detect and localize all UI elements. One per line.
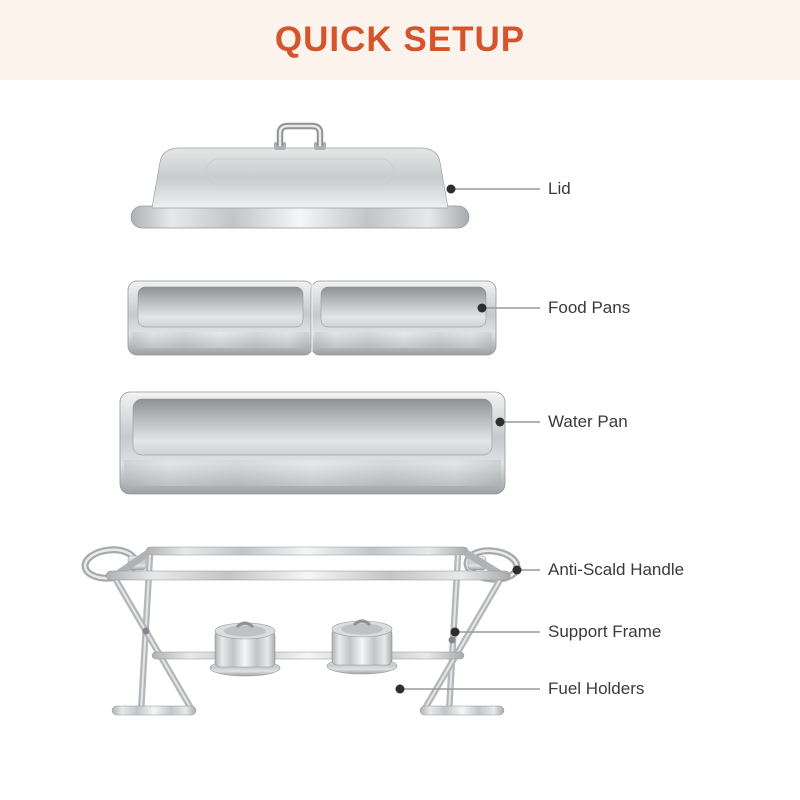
page-title: QUICK SETUP bbox=[274, 20, 526, 59]
label-food-pans: Food Pans bbox=[548, 298, 631, 317]
water-pan-illustration bbox=[119, 391, 506, 495]
callout-dot-fuel-holders bbox=[395, 684, 405, 694]
fuel-can-knob bbox=[352, 619, 372, 627]
callout-dot-lid bbox=[446, 184, 456, 194]
label-water-pan: Water Pan bbox=[548, 412, 628, 431]
label-lid: Lid bbox=[548, 179, 571, 198]
fuel-holders-illustration bbox=[209, 619, 398, 677]
label-fuel-holders: Fuel Holders bbox=[548, 679, 645, 698]
lid-illustration bbox=[130, 122, 470, 229]
lid-handle bbox=[276, 122, 324, 146]
callout-dot-support-frame bbox=[450, 627, 460, 637]
food-pans-illustration bbox=[127, 280, 497, 356]
header-band: QUICK SETUP bbox=[0, 0, 800, 80]
fuel-can-knob bbox=[235, 621, 255, 629]
label-support-frame: Support Frame bbox=[548, 622, 662, 641]
leg-pivot-bolt bbox=[448, 636, 456, 644]
callout-lines bbox=[400, 188, 540, 690]
leg-pivot-bolt bbox=[142, 627, 150, 635]
callout-dot-food-pans bbox=[477, 303, 487, 313]
callout-dot-water-pan bbox=[495, 417, 505, 427]
label-anti-scald-handle: Anti-Scald Handle bbox=[548, 560, 685, 579]
callout-dots bbox=[395, 184, 522, 694]
callout-dot-anti-scald-handle bbox=[512, 565, 522, 575]
